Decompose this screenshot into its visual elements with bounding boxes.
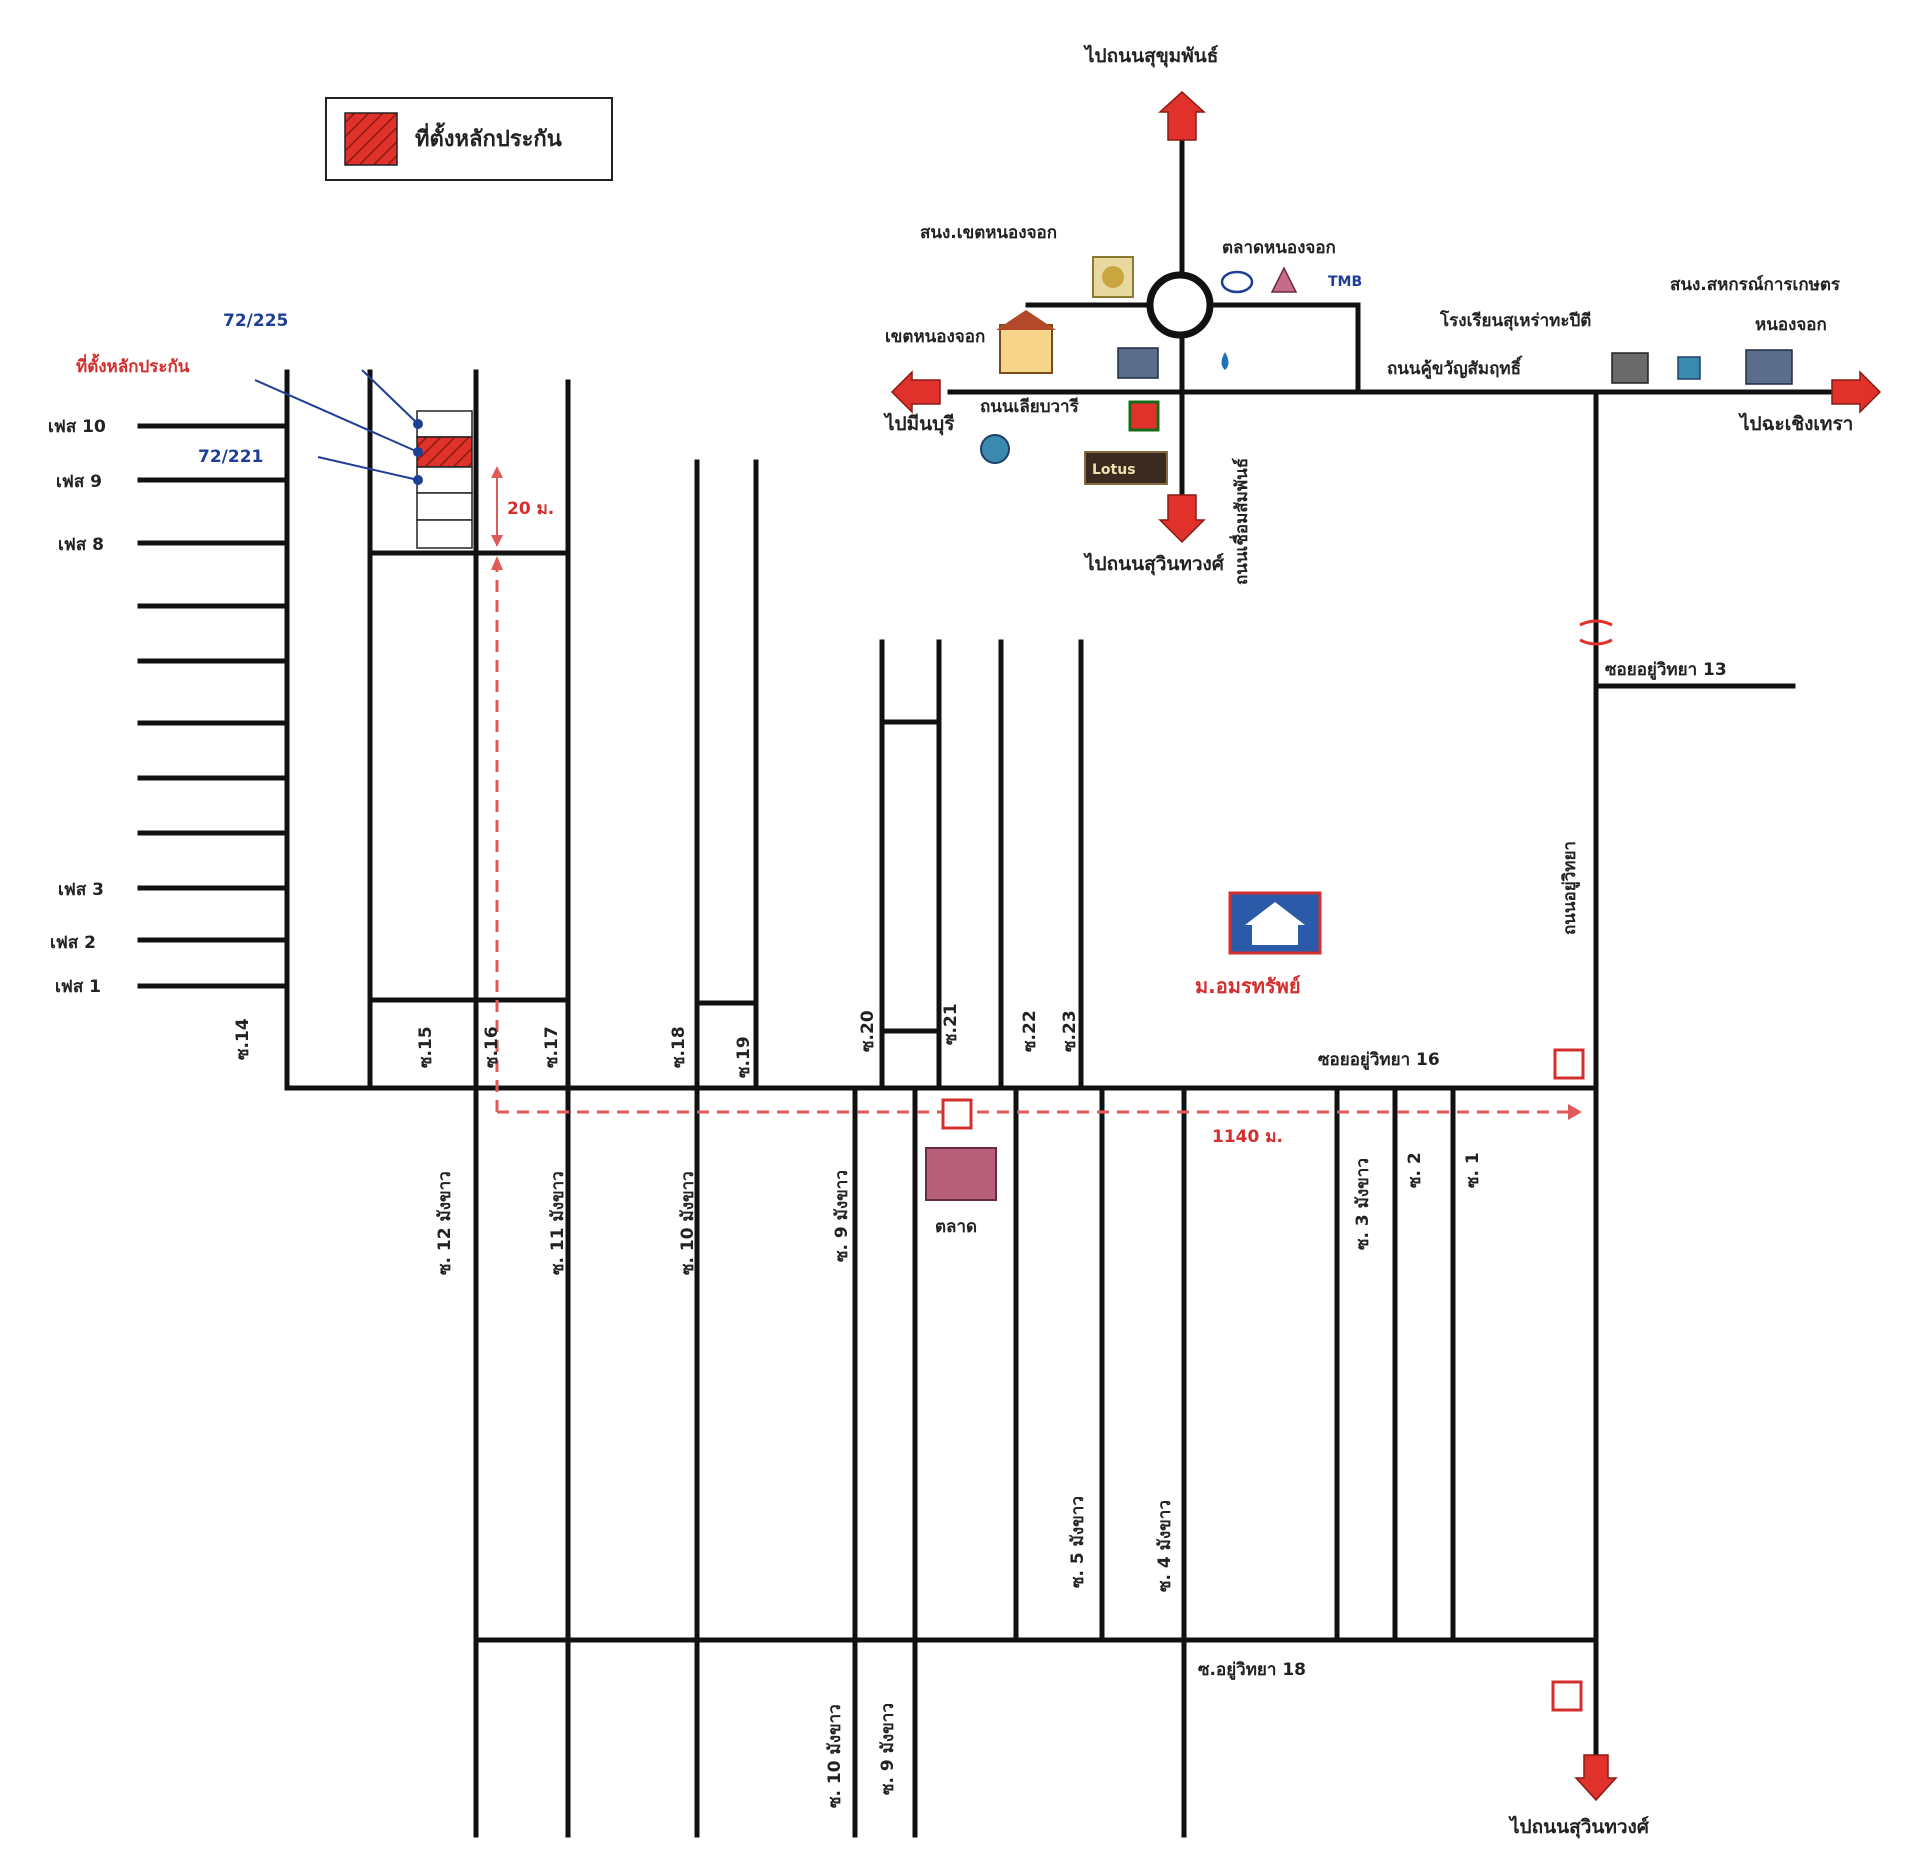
- direction-south-top: ไปถนนสุวินทวงศ์: [1083, 552, 1225, 576]
- market-icon: [1270, 266, 1298, 293]
- road-liap-wari: ถนนเลียบวารี: [980, 396, 1080, 417]
- phase-label: เฟส 8: [58, 535, 104, 555]
- landmark-lotus: Lotus: [1092, 462, 1136, 478]
- soi-label: ซ. 9 มังขาว: [832, 1170, 852, 1262]
- road-kho-khlong: ถนนคู้ขวัญสัมฤทธิ์: [1387, 355, 1523, 380]
- short-distance: [491, 466, 503, 547]
- soi-label: ซ. 2: [1405, 1152, 1425, 1188]
- direction-north: ไปถนนสุขุมพันธ์: [1083, 44, 1218, 68]
- soi-label: ซ.17: [542, 1026, 562, 1068]
- phase-label: เฟส 9: [56, 472, 102, 492]
- short-distance-label: 20 ม.: [507, 499, 554, 519]
- soi-label: ซ.14: [233, 1018, 253, 1060]
- school-icon: [1611, 352, 1649, 384]
- seven-eleven-icon: [1128, 400, 1160, 432]
- west-arrow: [890, 370, 941, 414]
- property-block: [254, 369, 473, 549]
- phase-label: เฟส 1: [55, 977, 101, 997]
- road-u-rai-ya: ถนนอยู่วิทยา: [1560, 841, 1581, 935]
- phase-label: เฟส 3: [58, 880, 104, 900]
- coop-building-icon: [1745, 349, 1793, 385]
- landmark-market: ตลาดหนองจอก: [1222, 238, 1336, 258]
- soi-label: ซ. 10 มังขาว: [825, 1704, 845, 1808]
- soi-label: ซ. 10 มังขาว: [678, 1171, 698, 1275]
- south-bottom-arrow: [1574, 1754, 1618, 1802]
- south-arrow: [1158, 494, 1206, 544]
- lotus-icon: [1084, 451, 1168, 485]
- landmark-icons: [925, 256, 1793, 1712]
- long-distance: [491, 556, 1582, 1120]
- road-soi-16: ซอยอยู่วิทยา 16: [1318, 1050, 1440, 1071]
- landmark-tmb: TMB: [1328, 274, 1362, 290]
- district-emblem-icon: [1102, 266, 1124, 288]
- seven-eleven-icon-2: [1553, 1048, 1585, 1080]
- soi-label: ซ.21: [941, 1003, 961, 1045]
- north-arrow: [1158, 90, 1206, 141]
- water-drop-icon: [1221, 352, 1229, 370]
- main-roads: [284, 389, 1796, 1838]
- soi-label: ซ.18: [669, 1026, 689, 1068]
- soi-label: ซ.22: [1020, 1010, 1040, 1052]
- unit-label-top: 72/225: [223, 311, 288, 331]
- long-distance-label: 1140 ม.: [1212, 1127, 1283, 1147]
- legend-swatch: [344, 112, 398, 166]
- soi-label: ซ. 4 มังขาว: [1155, 1500, 1175, 1592]
- north-roads: [947, 125, 1847, 513]
- legend-box: ที่ตั้งหลักประกัน: [325, 97, 613, 181]
- legend-label: ที่ตั้งหลักประกัน: [415, 122, 562, 152]
- esso-icon: [1220, 270, 1254, 294]
- building-icon: [1117, 347, 1159, 379]
- landmark-nong-chok: เขตหนองจอก: [885, 327, 985, 347]
- soi-label: ซ.16: [482, 1026, 502, 1068]
- landmark-market-bottom: ตลาด: [935, 1217, 977, 1237]
- property-label: ที่ตั้งหลักประกัน: [76, 353, 190, 377]
- landmark-school: โรงเรียนสุเหร่าทะปีตี: [1439, 310, 1591, 331]
- direction-arrows: [890, 90, 1882, 1802]
- seven-eleven-icon-4: [1551, 1680, 1583, 1712]
- road-soi-18: ซ.อยู่วิทยา 18: [1198, 1660, 1306, 1681]
- road-chueam-samphan: ถนนเชื่อมสัมพันธ์: [1229, 458, 1252, 585]
- unit-label-bottom: 72/221: [198, 447, 263, 467]
- house-icon: [999, 324, 1053, 374]
- soi-label: ซ. 3 มังขาว: [1353, 1158, 1373, 1250]
- coop-icon: [1677, 356, 1701, 380]
- bridge-icon: [1579, 619, 1613, 646]
- landmark-district-office: สนง.เขตหนองจอก: [920, 223, 1057, 243]
- soi-label: ซ.20: [858, 1010, 878, 1052]
- landmark-coop-2: หนองจอก: [1755, 315, 1827, 335]
- collateral-unit: [416, 436, 473, 468]
- landmark-coop: สนง.สหกรณ์การเกษตร: [1670, 274, 1841, 295]
- soi-label: ซ.23: [1060, 1010, 1080, 1052]
- village-roof-icon: [1245, 902, 1305, 925]
- soi-label: ซ. 9 มังขาว: [878, 1703, 898, 1795]
- seven-eleven-icon-3: [941, 1098, 973, 1130]
- soi-label: ซ. 11 มังขาว: [548, 1171, 568, 1275]
- soi-label: ซ. 5 มังขาว: [1068, 1496, 1088, 1588]
- direction-west: ไปมีนบุรี: [883, 412, 955, 436]
- soi-label: ซ.15: [416, 1026, 436, 1068]
- soi-label: ซ. 12 มังขาว: [435, 1171, 455, 1275]
- roof-icon: [996, 310, 1056, 330]
- village-house-icon: [1252, 925, 1298, 945]
- bank-icon: [980, 434, 1010, 464]
- direction-south-bottom: ไปถนนสุวินทวงศ์: [1508, 1815, 1650, 1839]
- roundabout: [1146, 271, 1214, 339]
- direction-east: ไปฉะเชิงเทรา: [1738, 412, 1853, 435]
- landmark-village: ม.อมรทรัพย์: [1195, 974, 1301, 998]
- soi-label: ซ. 1: [1463, 1152, 1483, 1188]
- road-soi-13: ซอยอยู่วิทยา 13: [1605, 660, 1727, 681]
- east-arrow: [1831, 370, 1882, 414]
- soi-label: ซ.19: [734, 1036, 754, 1078]
- phase-label: เฟส 10: [48, 417, 106, 437]
- housing-roads: [137, 369, 1084, 1838]
- market-building-icon: [925, 1147, 997, 1201]
- phase-label: เฟส 2: [50, 933, 96, 953]
